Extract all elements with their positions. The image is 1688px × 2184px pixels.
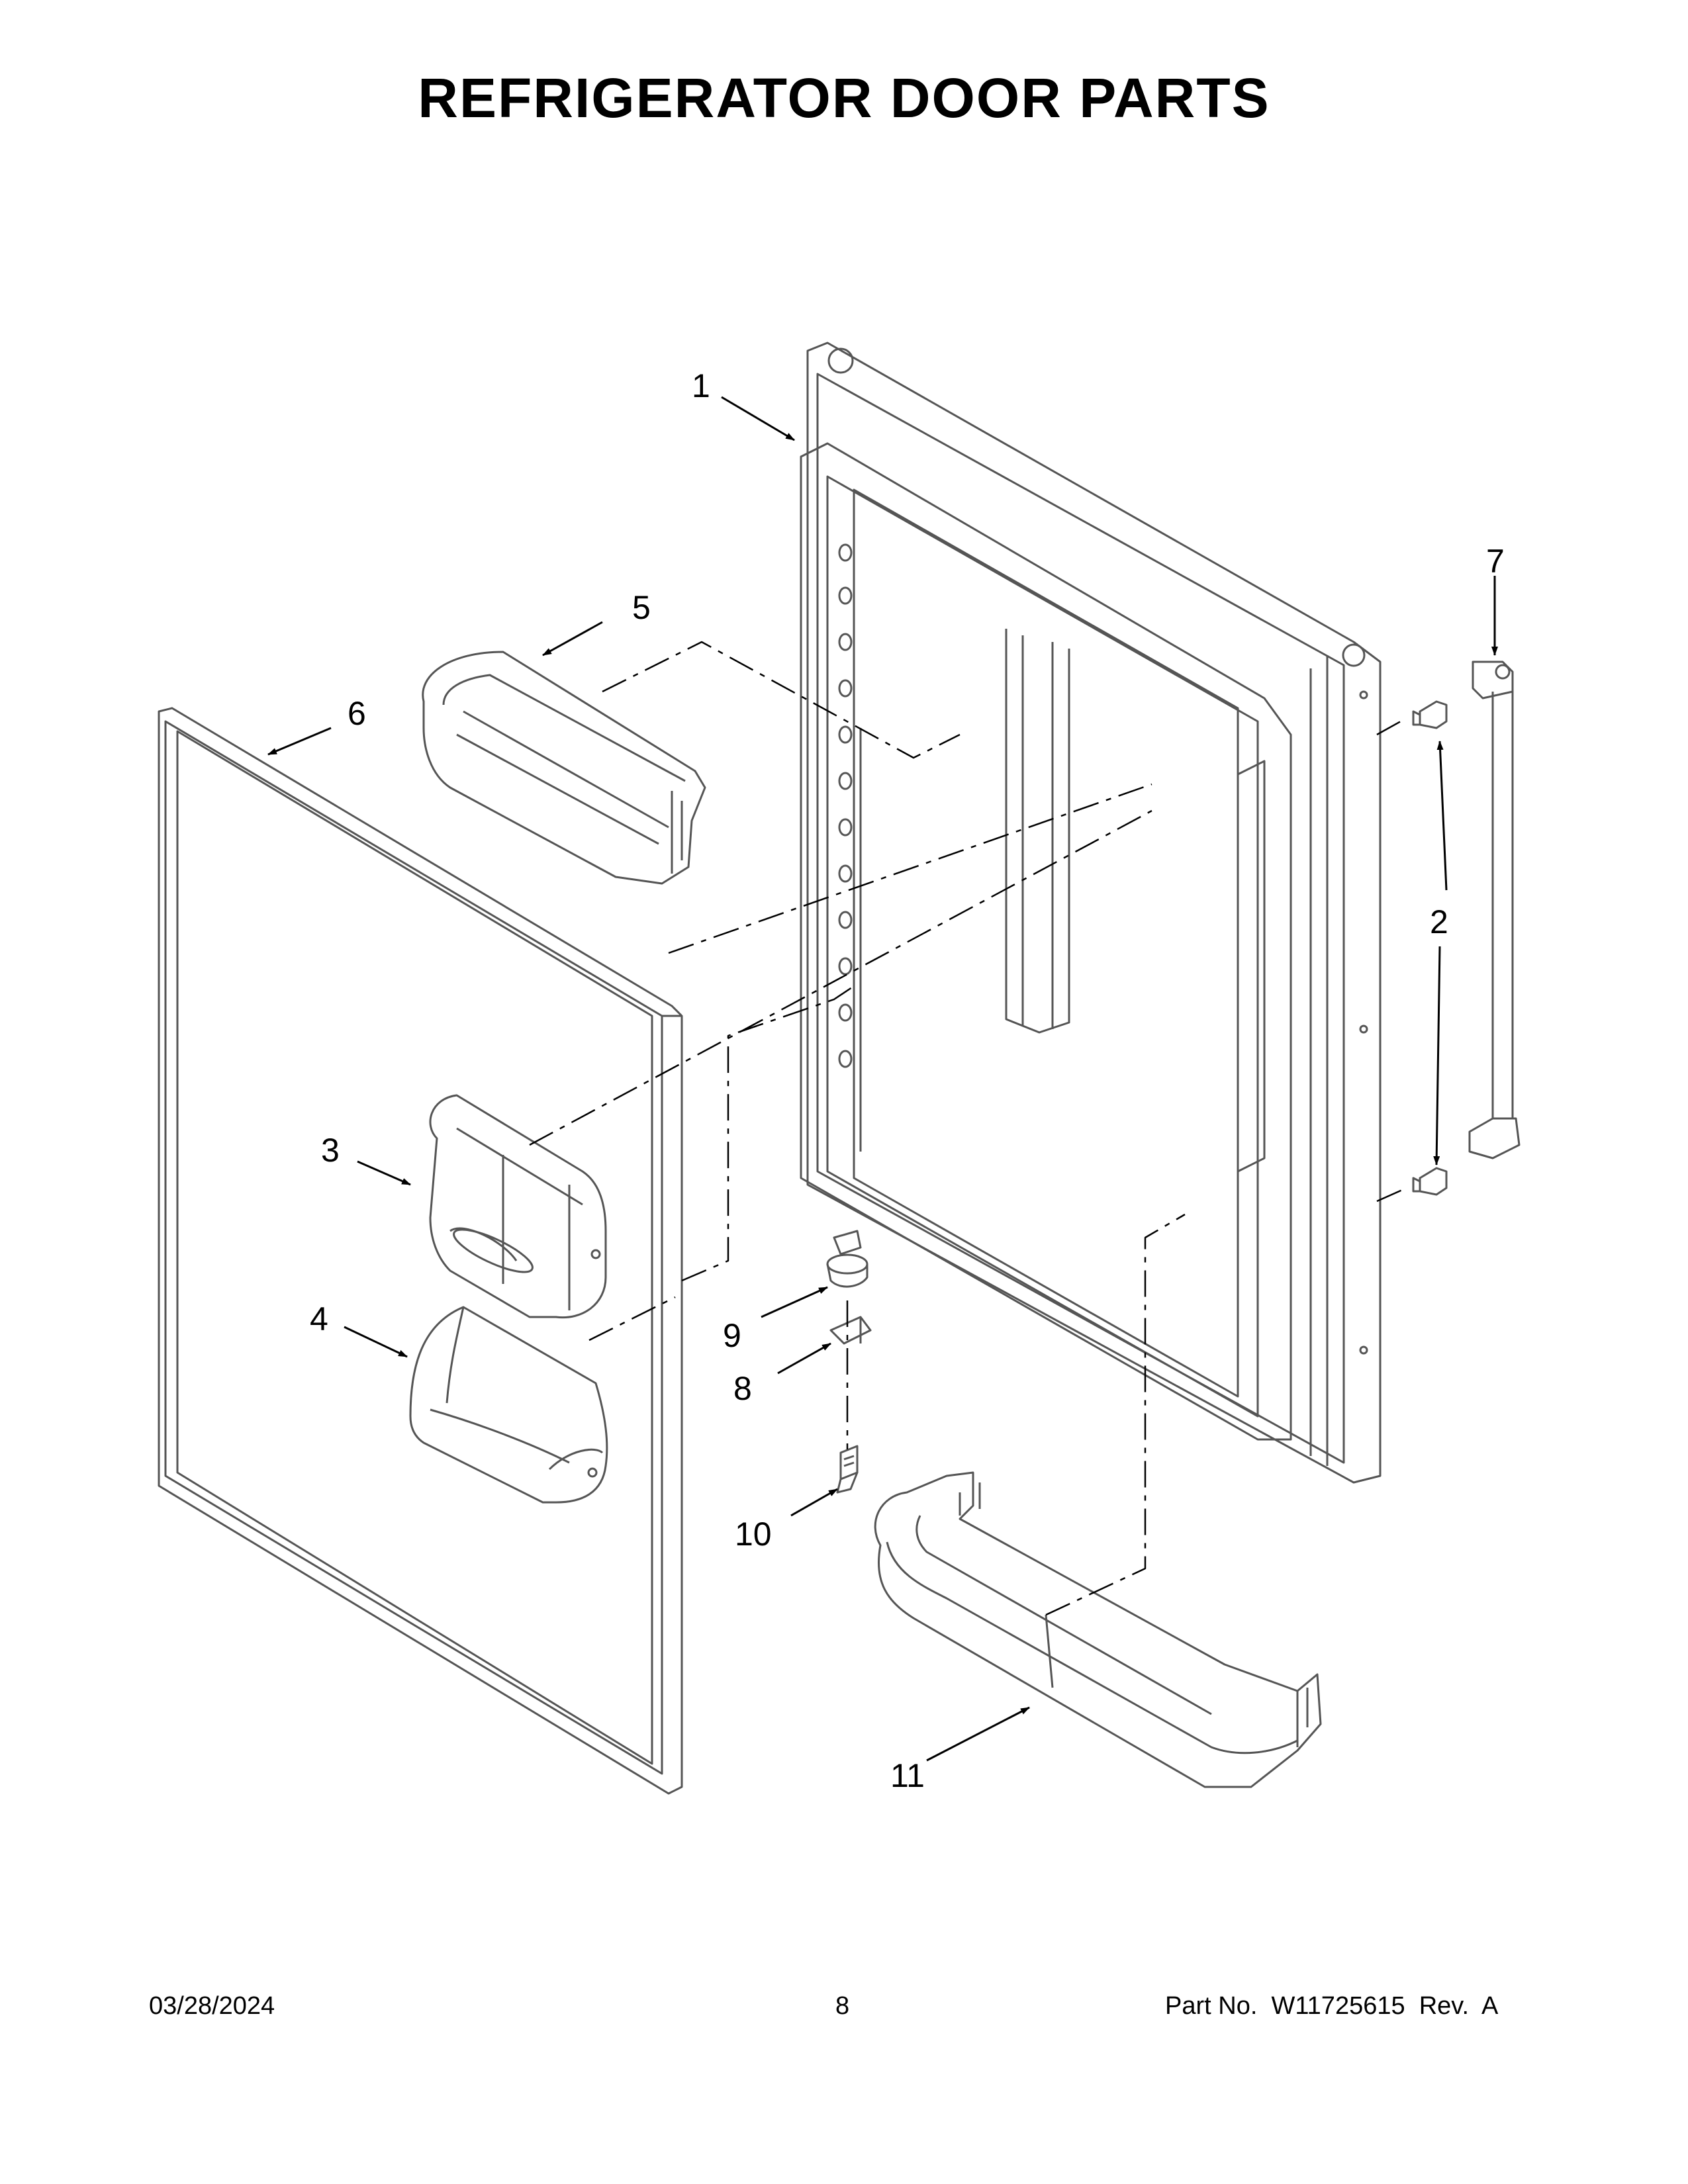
footer-date: 03/28/2024 [149, 1992, 275, 2020]
assembly-guide-lines [529, 641, 1407, 1616]
footer-page-number: 8 [835, 1992, 850, 2020]
door-switch-part-9 [826, 1230, 868, 1288]
callout-9: 9 [723, 1317, 741, 1354]
handle-stud-bottom-part-2 [1412, 1167, 1448, 1196]
page-title: REFRIGERATOR DOOR PARTS [418, 67, 1270, 129]
callout-7: 7 [1486, 543, 1505, 580]
callout-3: 3 [321, 1132, 340, 1169]
callout-11: 11 [890, 1757, 925, 1794]
screw-part-10 [836, 1445, 859, 1494]
callout-6: 6 [348, 695, 366, 732]
callout-1: 1 [692, 367, 710, 404]
callout-2: 2 [1430, 903, 1448, 940]
dispenser-tray-part-4 [409, 1306, 608, 1504]
handle-stud-top-part-2 [1412, 700, 1448, 729]
callout-10: 10 [735, 1516, 772, 1553]
callout-4: 4 [310, 1300, 328, 1338]
door-panel-part-6 [158, 707, 683, 1795]
dispenser-cover-part-3 [429, 1094, 607, 1319]
callout-5: 5 [632, 589, 651, 626]
callout-labels: 1 2 3 4 5 6 7 8 9 10 11 [310, 367, 1505, 1794]
door-handle-part-7 [1468, 660, 1521, 1160]
callout-8: 8 [733, 1370, 752, 1407]
door-bin-part-5 [422, 651, 706, 885]
door-frame-part-1 [800, 341, 1382, 1484]
bottom-trim-part-11 [874, 1471, 1322, 1788]
switch-bracket-part-8 [829, 1316, 872, 1345]
shelf-peg-holes [838, 543, 853, 1068]
footer-part-number: Part No. W11725615 Rev. A [1165, 1992, 1499, 2020]
callout-arrows [267, 396, 1498, 1762]
